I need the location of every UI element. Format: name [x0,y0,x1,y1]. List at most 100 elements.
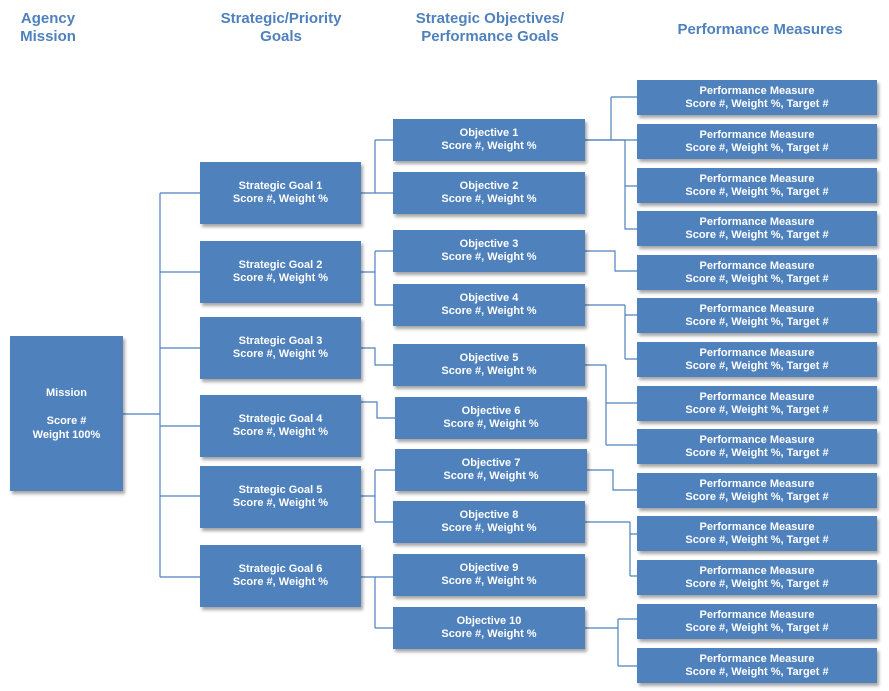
performance-measure-3[interactable]: Performance Measure Score #, Weight %, T… [637,168,877,203]
objective-score-weight: Score #, Weight % [441,628,537,640]
goal-score-weight: Score #, Weight % [232,193,329,205]
objective-score-weight: Score #, Weight % [441,575,537,587]
measure-title: Performance Measure [699,433,815,446]
objective-2[interactable]: Objective 2 Score #, Weight % [393,172,585,214]
performance-measure-12[interactable]: Performance Measure Score #, Weight %, T… [637,560,877,595]
measure-title: Performance Measure [699,346,815,359]
connector-goal6-objectives [361,576,393,629]
performance-measure-13[interactable]: Performance Measure Score #, Weight %, T… [637,604,877,639]
objective-title: Objective 6 [461,405,521,417]
goal-title: Strategic Goal 5 [238,484,323,496]
strategic-goal-1[interactable]: Strategic Goal 1 Score #, Weight % [200,162,361,224]
objective-score-weight: Score #, Weight % [441,522,537,534]
measure-score-weight-target: Score #, Weight %, Target # [685,621,829,634]
measure-title: Performance Measure [699,390,815,403]
measure-score-weight-target: Score #, Weight %, Target # [685,141,829,154]
performance-measure-11[interactable]: Performance Measure Score #, Weight %, T… [637,516,877,551]
objective-5[interactable]: Objective 5 Score #, Weight % [393,344,585,386]
objective-title: Objective 4 [459,292,519,304]
connector-goal3-objective5 [361,347,393,366]
measure-title: Performance Measure [699,608,815,621]
connector-goal5-objectives [361,469,395,523]
measure-score-weight-target: Score #, Weight %, Target # [685,577,829,590]
mission-title: Mission [46,386,87,399]
measure-score-weight-target: Score #, Weight %, Target # [685,359,829,372]
connector-obj3-measure [585,250,637,272]
connector-obj5-measures [585,364,637,446]
measure-score-weight-target: Score #, Weight %, Target # [685,403,829,416]
goal-title: Strategic Goal 1 [238,180,323,192]
header-agency-mission: Agency Mission [20,10,76,45]
measure-title: Performance Measure [699,128,815,141]
strategic-goal-6[interactable]: Strategic Goal 6 Score #, Weight % [200,545,361,607]
goal-score-weight: Score #, Weight % [232,497,329,509]
objective-score-weight: Score #, Weight % [441,365,537,377]
mission-score: Score # [46,414,87,427]
objective-title: Objective 8 [459,509,519,521]
objective-4[interactable]: Objective 4 Score #, Weight % [393,284,585,326]
objective-title: Objective 3 [459,238,519,250]
performance-measure-1[interactable]: Performance Measure Score #, Weight %, T… [637,80,877,115]
measure-score-weight-target: Score #, Weight %, Target # [685,315,829,328]
goal-title: Strategic Goal 6 [238,563,323,575]
performance-measure-4[interactable]: Performance Measure Score #, Weight %, T… [637,211,877,246]
performance-measure-8[interactable]: Performance Measure Score #, Weight %, T… [637,386,877,421]
measure-title: Performance Measure [699,172,815,185]
connector-obj2-measures [585,139,637,230]
objective-title: Objective 1 [459,127,519,139]
objective-7[interactable]: Objective 7 Score #, Weight % [395,449,587,491]
goal-title: Strategic Goal 3 [238,335,323,347]
measure-score-weight-target: Score #, Weight %, Target # [685,490,829,503]
header-strategic-objectives: Strategic Objectives/ Performance Goals [415,10,565,45]
connector-goal2-objectives [361,250,393,306]
objective-title: Objective 7 [461,457,521,469]
mission-box[interactable]: Mission Score # Weight 100% [10,336,123,491]
measure-title: Performance Measure [699,302,815,315]
measure-score-weight-target: Score #, Weight %, Target # [685,228,829,241]
goal-score-weight: Score #, Weight % [232,576,329,588]
performance-measure-5[interactable]: Performance Measure Score #, Weight %, T… [637,255,877,290]
strategic-goal-4[interactable]: Strategic Goal 4 Score #, Weight % [200,395,361,457]
strategic-goal-2[interactable]: Strategic Goal 2 Score #, Weight % [200,241,361,303]
objective-6[interactable]: Objective 6 Score #, Weight % [395,397,587,439]
measure-score-weight-target: Score #, Weight %, Target # [685,533,829,546]
performance-measure-10[interactable]: Performance Measure Score #, Weight %, T… [637,473,877,508]
measure-score-weight-target: Score #, Weight %, Target # [685,446,829,459]
objective-title: Objective 10 [456,615,522,627]
performance-measure-6[interactable]: Performance Measure Score #, Weight %, T… [637,298,877,333]
measure-title: Performance Measure [699,477,815,490]
objective-8[interactable]: Objective 8 Score #, Weight % [393,501,585,543]
objective-score-weight: Score #, Weight % [443,470,539,482]
connector-goal4-objective6 [361,401,395,419]
measure-title: Performance Measure [699,259,815,272]
objective-score-weight: Score #, Weight % [441,305,537,317]
measure-score-weight-target: Score #, Weight %, Target # [685,272,829,285]
measure-title: Performance Measure [699,520,815,533]
measure-title: Performance Measure [699,652,815,665]
connector-obj1-measures [585,96,637,141]
connector-obj4-measures [585,304,637,360]
connector-obj10-measures [585,618,637,667]
goal-score-weight: Score #, Weight % [232,426,329,438]
strategic-goal-5[interactable]: Strategic Goal 5 Score #, Weight % [200,466,361,528]
objective-10[interactable]: Objective 10 Score #, Weight % [393,607,585,649]
performance-measure-9[interactable]: Performance Measure Score #, Weight %, T… [637,429,877,464]
objective-3[interactable]: Objective 3 Score #, Weight % [393,230,585,272]
performance-measure-7[interactable]: Performance Measure Score #, Weight %, T… [637,342,877,377]
goal-title: Strategic Goal 4 [238,413,323,425]
objective-score-weight: Score #, Weight % [441,140,537,152]
strategic-goal-3[interactable]: Strategic Goal 3 Score #, Weight % [200,317,361,379]
objective-1[interactable]: Objective 1 Score #, Weight % [393,119,585,161]
goal-score-weight: Score #, Weight % [232,272,329,284]
objective-title: Objective 2 [459,180,519,192]
objective-score-weight: Score #, Weight % [441,251,537,263]
measure-score-weight-target: Score #, Weight %, Target # [685,185,829,198]
measure-score-weight-target: Score #, Weight %, Target # [685,665,829,678]
performance-measure-14[interactable]: Performance Measure Score #, Weight %, T… [637,648,877,683]
performance-measure-2[interactable]: Performance Measure Score #, Weight %, T… [637,124,877,159]
connector-obj7-measure [587,469,637,491]
goal-title: Strategic Goal 2 [238,259,323,271]
objective-9[interactable]: Objective 9 Score #, Weight % [393,554,585,596]
measure-title: Performance Measure [699,215,815,228]
